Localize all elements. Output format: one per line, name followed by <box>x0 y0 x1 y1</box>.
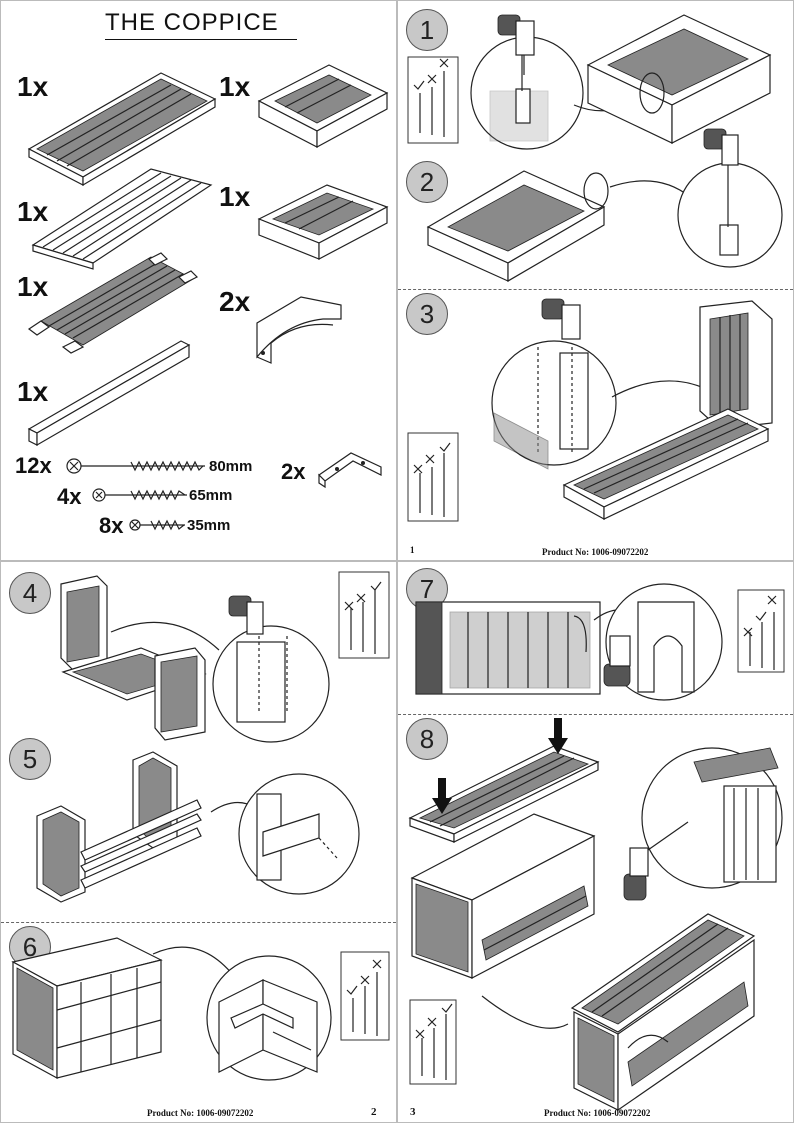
drill-icon-step-8 <box>623 821 689 901</box>
screw-35-size: 35mm <box>187 517 231 534</box>
base-tray-illustration <box>257 64 389 149</box>
qty-frame: 1x <box>219 181 251 212</box>
qty-slatted-panel: 1x <box>17 271 49 302</box>
screw-65-qty: 4x <box>57 484 82 509</box>
screw-selection-box-step-7 <box>737 589 785 673</box>
product-number-page-3: Product No: 1006-09072202 <box>544 1108 651 1118</box>
steps-1-3-panel: 1 2 3 <box>397 0 794 561</box>
page-number-2: 2 <box>371 1106 377 1118</box>
step-2-number: 2 <box>406 161 448 203</box>
product-title: THE COPPICE <box>105 9 297 40</box>
step-5-number: 5 <box>9 738 51 780</box>
pointer-line-step-2 <box>609 180 691 198</box>
detail-magnifier-step-3 <box>491 340 617 470</box>
steps-4-6-panel: 4 5 6 <box>0 561 397 1123</box>
screw-80-size: 80mm <box>209 458 253 475</box>
step-4-number: 4 <box>9 572 51 614</box>
detail-magnifier-step-6 <box>206 955 332 1081</box>
screw-65-size: 65mm <box>189 487 233 504</box>
screw-35-illustration <box>129 519 185 531</box>
parts-illustrations <box>27 64 389 531</box>
slatted-panel-illustration <box>27 252 199 354</box>
pointer-line-step-3 <box>611 380 715 398</box>
screw-35-qty: 8x <box>99 513 124 538</box>
detail-magnifier-step-5 <box>238 773 360 895</box>
steps-7-8-illustrations <box>408 583 785 1112</box>
step-3-number: 3 <box>406 293 448 335</box>
parts-list-panel: THE COPPICE 1x 1x 1x 1x 1x 2x 1x 12x 80m… <box>0 0 397 561</box>
side-panel-step-3 <box>699 300 773 430</box>
assembly-step-4 <box>60 575 207 741</box>
base-panel-step-3 <box>562 408 770 521</box>
qty-top-panel: 1x <box>17 71 49 102</box>
arch-brace-illustration <box>256 296 342 364</box>
step-divider <box>398 289 793 290</box>
drill-icon-step-1 <box>497 14 535 75</box>
screw-80-qty: 12x <box>15 453 52 478</box>
steps-4-6-illustrations <box>11 571 390 1081</box>
screw-selection-box-step-4 <box>338 571 390 659</box>
detail-magnifier-step-2 <box>677 128 783 268</box>
steps-7-8-panel: 7 8 <box>397 561 794 1123</box>
pointer-line-step-4 <box>110 621 220 651</box>
screw-65-illustration <box>92 488 187 502</box>
qty-arch-brace: 2x <box>219 286 251 317</box>
top-panel-illustration <box>27 72 217 187</box>
step-divider <box>398 714 793 715</box>
screw-80-illustration <box>66 458 205 474</box>
screw-selection-box-step-6 <box>340 951 390 1041</box>
tray-assembly-step-2 <box>426 170 609 283</box>
step-1-number: 1 <box>406 9 448 51</box>
qty-batten: 1x <box>17 376 49 407</box>
assembly-step-7 <box>415 601 601 695</box>
step-divider <box>1 922 396 923</box>
assembly-step-6 <box>11 937 163 1080</box>
pointer-arrow-step-8 <box>481 995 569 1029</box>
page-number-3: 3 <box>410 1106 416 1118</box>
screw-selection-box-step-8 <box>409 999 457 1085</box>
detail-magnifier-step-1 <box>470 36 584 150</box>
top-panel-step-8 <box>408 718 600 843</box>
detail-magnifier-step-7 <box>603 583 723 701</box>
frame-assembly-step-1 <box>586 14 772 144</box>
finished-log-store-step-8 <box>570 913 756 1112</box>
screw-selection-box-step-1 <box>407 56 459 144</box>
drill-icon-step-3 <box>541 298 581 340</box>
qty-shelf-panel: 1x <box>17 196 49 227</box>
product-number-page-1: Product No: 1006-09072202 <box>542 547 649 557</box>
steps-1-3-illustrations <box>407 14 783 522</box>
product-number-page-2: Product No: 1006-09072202 <box>147 1108 254 1118</box>
screw-selection-box-step-3 <box>407 432 459 522</box>
store-body-step-8 <box>410 813 596 979</box>
shelf-panel-illustration <box>31 168 213 270</box>
step-8-number: 8 <box>406 718 448 760</box>
frame-illustration <box>257 184 389 260</box>
qty-base-tray: 1x <box>219 71 251 102</box>
angle-bracket-illustration <box>318 452 382 489</box>
page-number-1: 1 <box>410 545 415 555</box>
detail-magnifier-step-8 <box>641 747 783 889</box>
batten-illustration <box>27 340 191 447</box>
qty-bracket: 2x <box>281 459 306 484</box>
detail-magnifier-step-4 <box>212 595 330 743</box>
assembly-step-5 <box>36 751 202 903</box>
